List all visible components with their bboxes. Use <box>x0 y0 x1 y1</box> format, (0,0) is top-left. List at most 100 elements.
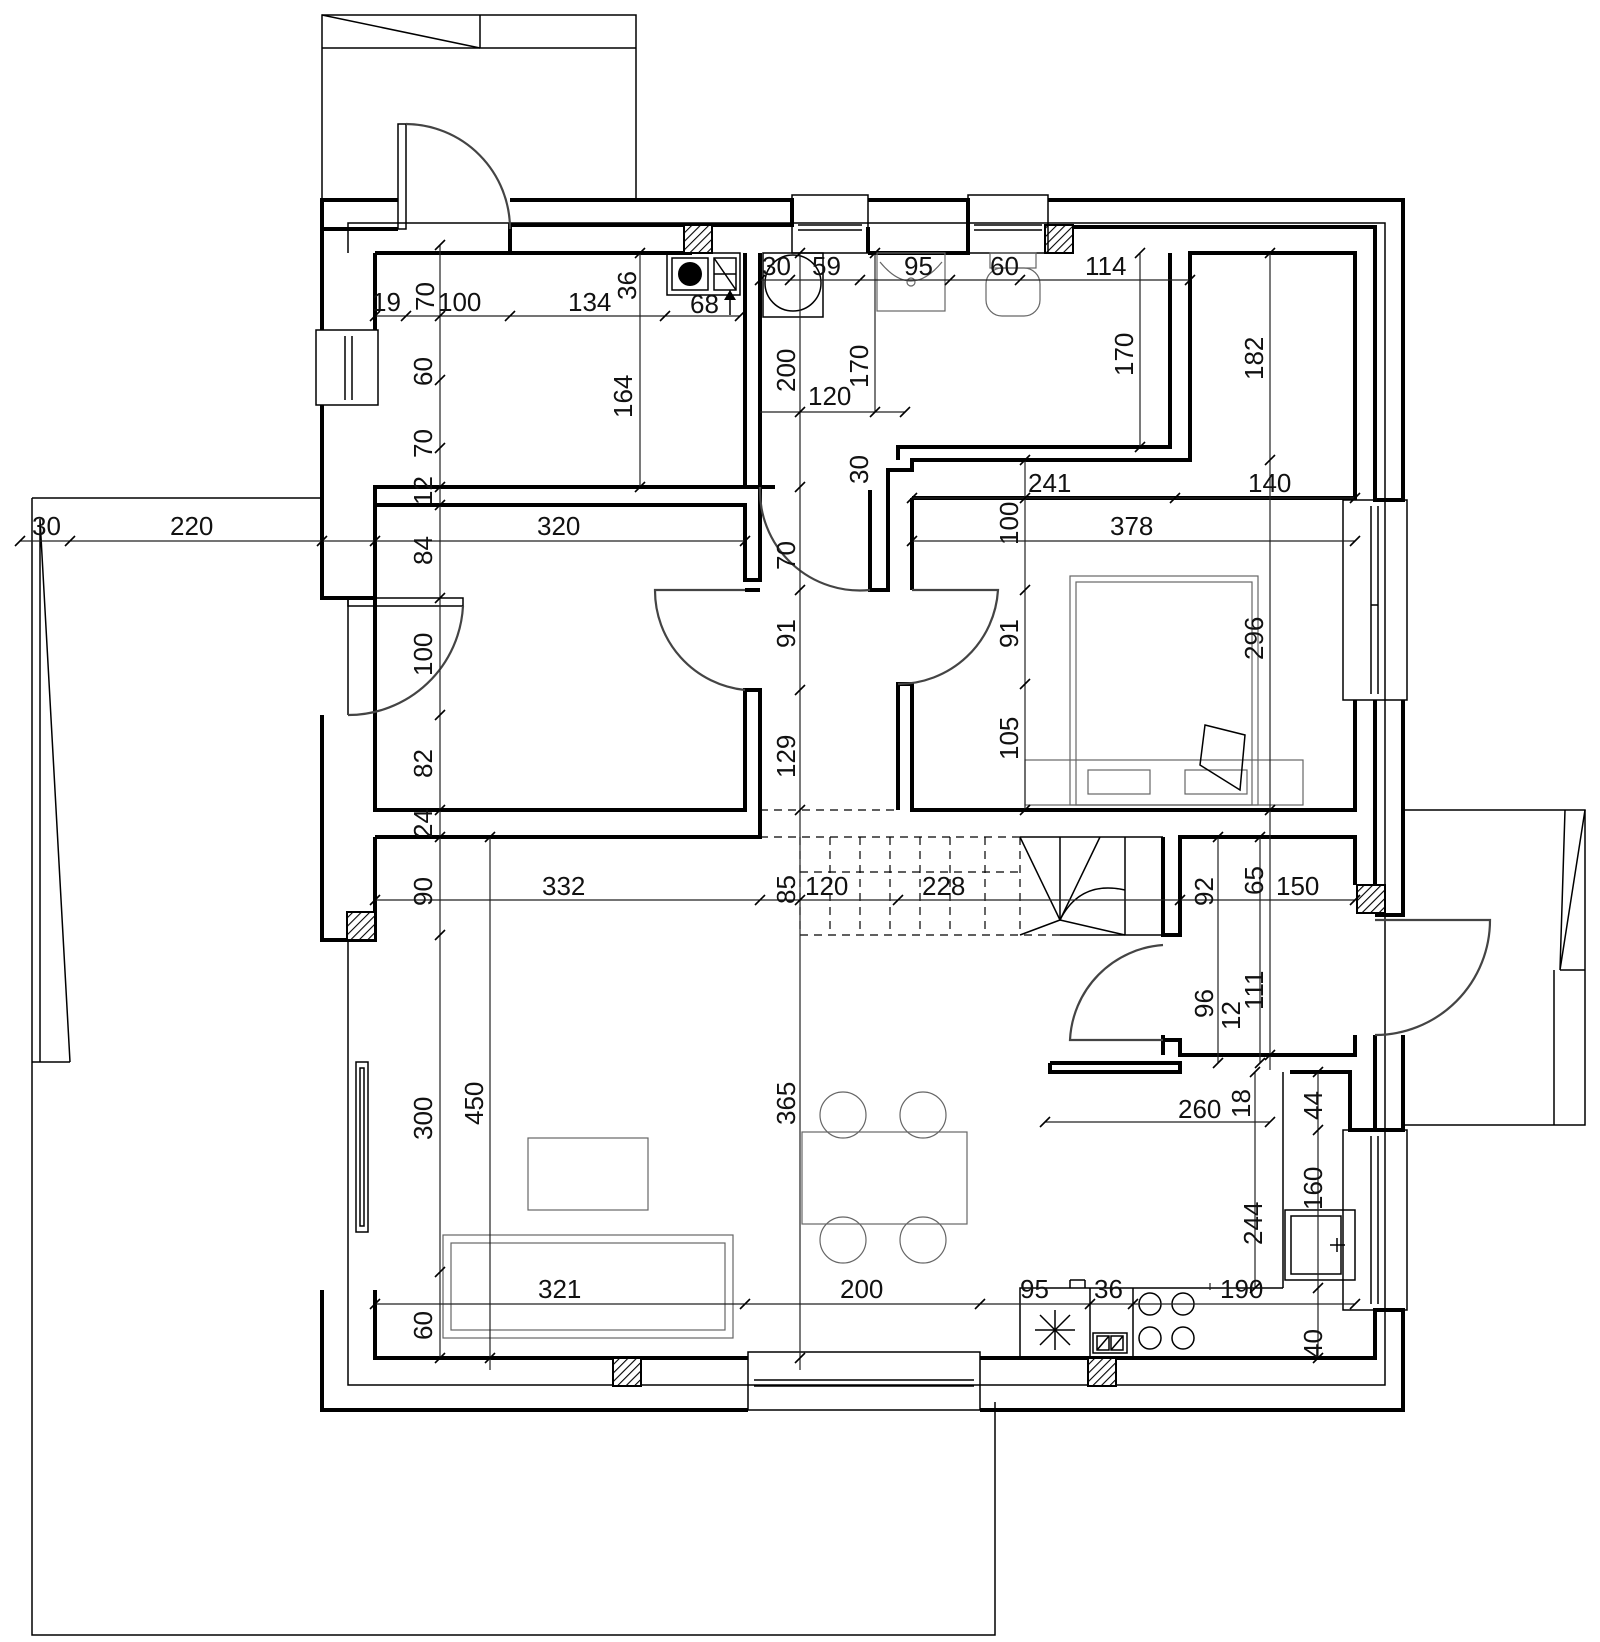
dimension-tick <box>316 535 328 547</box>
dimension-tick <box>1169 492 1181 504</box>
dim-82: 82 <box>408 749 438 778</box>
dimension-tick <box>659 310 671 322</box>
dimension-tick <box>899 406 911 418</box>
dimension-tick <box>974 1298 986 1310</box>
dim-60: 60 <box>990 251 1019 281</box>
dim-450: 450 <box>459 1082 489 1125</box>
dim-200: 200 <box>771 349 801 392</box>
dimension-tick <box>434 831 446 843</box>
dimension-tick <box>794 804 806 816</box>
dim-100-door: 100 <box>408 633 438 676</box>
dimension-tick <box>794 584 806 596</box>
dimension-tick <box>400 310 412 322</box>
dim-65: 65 <box>1239 866 1269 895</box>
dimension-tick <box>1264 1116 1276 1128</box>
dimension-tick <box>434 1266 446 1278</box>
dim-241: 241 <box>1028 468 1071 498</box>
dimension-tick <box>1254 831 1266 843</box>
terrace-outlines <box>31 14 1586 1636</box>
dim-18: 18 <box>1226 1089 1256 1118</box>
dimension-tick <box>734 310 746 322</box>
dim-150: 150 <box>1276 871 1319 901</box>
dim-160: 160 <box>1298 1167 1328 1210</box>
dimension-tick <box>784 274 796 286</box>
dim-228: 228 <box>922 871 965 901</box>
dim-68: 68 <box>690 289 719 319</box>
dim-36-bottom: 36 <box>1094 1274 1123 1304</box>
dimension-tick <box>1039 1116 1051 1128</box>
dim-100-bed: 100 <box>994 502 1024 545</box>
bathroom-fixtures <box>666 252 1041 318</box>
dimension-tick <box>369 310 381 322</box>
dimension-tick <box>869 247 881 259</box>
dimension-tick <box>1019 678 1031 690</box>
dimension-tick <box>854 274 866 286</box>
dimension-tick <box>944 274 956 286</box>
dimension-tick <box>434 481 446 493</box>
dim-140: 140 <box>1248 468 1291 498</box>
dimension-tick <box>434 239 446 251</box>
kitchen-fixtures <box>1019 1072 1356 1358</box>
dim-59: 59 <box>812 251 841 281</box>
dim-24: 24 <box>408 809 438 838</box>
dimension-tick <box>1019 454 1031 466</box>
dimension-tick <box>1212 1057 1224 1069</box>
dimension-tick <box>794 481 806 493</box>
fan-icon <box>1035 1310 1075 1350</box>
dimension-tick <box>1019 492 1031 504</box>
dimension-tick <box>1134 441 1146 453</box>
dimension-tick <box>369 1298 381 1310</box>
dimension-tick <box>739 535 751 547</box>
dim-114: 114 <box>1085 251 1126 281</box>
dimension-tick <box>434 442 446 454</box>
dimension-tick <box>1264 804 1276 816</box>
dim-300: 300 <box>408 1097 438 1140</box>
dim-30-vert: 30 <box>844 455 874 484</box>
dimension-tick <box>369 535 381 547</box>
dimension-tick <box>1264 1049 1276 1061</box>
dimension-tick <box>869 406 881 418</box>
dimension-tick <box>1019 584 1031 596</box>
dimension-tick <box>1312 1066 1324 1078</box>
dimension-tick <box>434 374 446 386</box>
dim-95-bottom: 95 <box>1020 1274 1049 1304</box>
dimension-tick <box>1349 894 1361 906</box>
dim-19: 19 <box>372 287 401 317</box>
dim-70-hall: 70 <box>771 541 801 570</box>
dimension-tick <box>434 1352 446 1364</box>
dimension-tick <box>794 684 806 696</box>
dim-296: 296 <box>1239 617 1269 660</box>
dimension-tick <box>794 894 806 906</box>
dim-96: 96 <box>1189 989 1219 1018</box>
structural-columns <box>346 224 1386 1387</box>
dimension-tick <box>1134 247 1146 259</box>
dimension-tick <box>1312 1282 1324 1294</box>
dimension-tick <box>434 929 446 941</box>
dimension-tick <box>1249 1066 1261 1078</box>
staircase <box>760 809 1163 936</box>
dimension-tick <box>1127 1298 1139 1310</box>
dim-91-bed: 91 <box>994 619 1024 648</box>
dimension-tick <box>634 481 646 493</box>
bedroom-bed <box>1024 575 1304 806</box>
dim-36: 36 <box>612 271 642 300</box>
dim-12-hall: 12 <box>1216 1001 1246 1030</box>
dimension-tick <box>1349 535 1361 547</box>
living-furniture <box>442 1091 968 1339</box>
dimension-tick <box>484 1352 496 1364</box>
dim-120-stair: 120 <box>805 871 848 901</box>
dimension-tick <box>504 310 516 322</box>
dimension-tick <box>484 831 496 843</box>
dim-70-vert: 70 <box>408 429 438 458</box>
windows <box>315 194 1408 1411</box>
dim-182: 182 <box>1239 337 1269 380</box>
dimension-tick <box>434 499 446 511</box>
dim-164: 164 <box>608 375 638 418</box>
dimension-tick <box>1184 274 1196 286</box>
stair-treads <box>829 837 1021 935</box>
dimension-tick <box>1254 1057 1266 1069</box>
dimension-tick <box>1312 1352 1324 1364</box>
dimension-tick <box>1264 247 1276 259</box>
dim-134: 134 <box>568 287 611 317</box>
dim-84: 84 <box>408 536 438 565</box>
